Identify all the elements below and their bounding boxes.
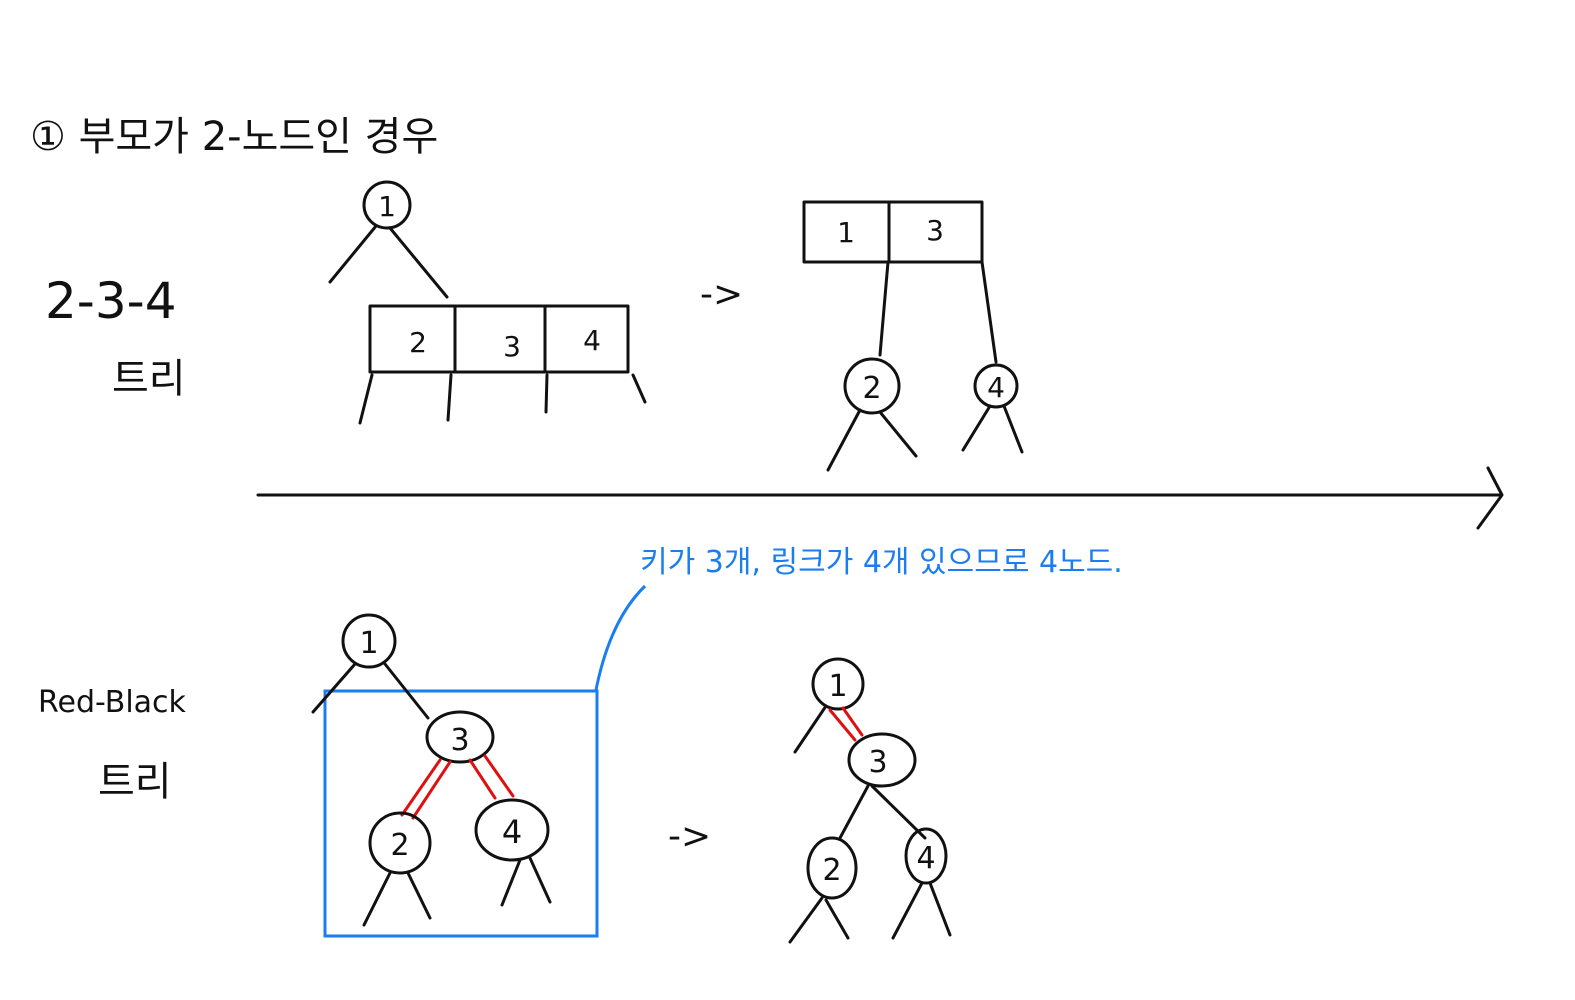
label-redblack: Red-Black [38,685,187,720]
red-link [483,754,515,798]
node-circle [973,363,1019,409]
edge [362,871,392,927]
node-key: 4 [583,324,601,357]
node-circle [843,357,901,415]
edge [878,410,918,458]
node-key: 2 [822,853,841,888]
node-circle [811,657,865,711]
edge [406,871,432,920]
red-link [400,758,442,817]
node-key: 3 [868,745,887,780]
section-heading: ① 부모가 2-노드인 경우 [30,114,438,160]
node-key: 1 [837,216,855,249]
edge [358,373,374,425]
node-key: 4 [987,371,1005,404]
edge [528,856,552,904]
tree234-after: 1 3 2 4 [802,200,1024,472]
label-redblack-sub: 트리 [98,759,172,805]
node-circle [806,836,858,900]
edge [961,404,992,452]
transform-arrow: -> [700,274,743,315]
rb-before: 1 3 2 4 [311,613,552,927]
rb-after: 1 3 2 4 [788,657,952,944]
node-key: 3 [450,723,469,758]
node-circle [474,798,550,862]
node-key: 4 [916,841,935,876]
edge [824,898,850,940]
node-circle [362,180,412,230]
tree234-before: 1 2 3 4 [328,180,647,425]
node-circle [341,613,397,669]
node-key: 4 [502,813,522,851]
edge [928,881,952,937]
edge [631,373,647,404]
edge [788,896,824,944]
edge [878,260,890,357]
transform-arrow: -> [668,816,711,857]
edge [838,784,870,840]
label-234: 2-3-4 [45,272,177,330]
edge [826,408,862,472]
edge [500,858,522,907]
highlight-box [323,689,599,938]
edge [383,662,430,720]
node-key: 3 [926,214,944,247]
red-link [468,758,497,800]
node-key: 3 [503,330,521,363]
node-key: 2 [409,326,427,359]
annotation-text: 키가 3개, 링크가 4개 있으므로 4노드. [640,545,1123,580]
node-circle [904,827,948,885]
node-key: 2 [862,371,881,406]
edge [980,260,998,364]
red-link [411,760,452,820]
node-key: 1 [378,190,396,223]
four-node-box [368,304,630,374]
edge [891,881,924,940]
node-key: 1 [359,626,378,661]
edge [544,373,549,414]
node-circle [847,732,917,788]
label-234-sub: 트리 [112,356,186,402]
edge [328,224,378,284]
edge [870,784,927,840]
edge [446,373,453,422]
red-link [828,708,857,742]
node-circle [425,710,495,764]
annotation-leader [594,584,647,691]
edge [793,704,828,754]
arrowhead [1476,466,1504,530]
red-link [841,706,864,737]
edge [388,226,449,299]
node-key: 1 [828,669,847,704]
node-circle [368,811,432,875]
three-node-box [802,200,984,264]
node-key: 2 [390,828,409,863]
divider-arrow [256,466,1504,530]
edge [1002,404,1024,454]
edge [311,662,357,714]
